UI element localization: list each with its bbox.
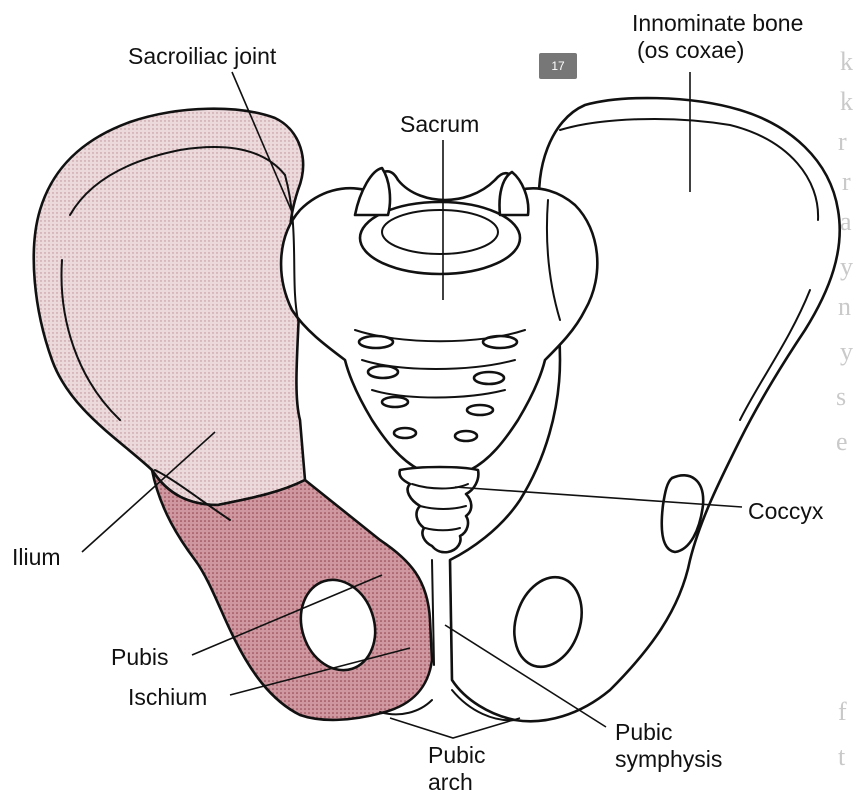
svg-text:k: k bbox=[840, 47, 853, 76]
ilium-label: Ilium bbox=[12, 544, 61, 570]
coccyx bbox=[399, 467, 478, 552]
svg-text:r: r bbox=[842, 167, 851, 196]
sacroiliac-joint-label: Sacroiliac joint bbox=[128, 43, 277, 69]
page-badge-number: 17 bbox=[551, 59, 565, 73]
svg-text:a: a bbox=[840, 207, 852, 236]
svg-text:y: y bbox=[840, 252, 853, 281]
ilium-region bbox=[34, 109, 305, 505]
sacrum bbox=[281, 168, 597, 470]
pubic-arch-sublabel: arch bbox=[428, 769, 473, 795]
svg-text:y: y bbox=[840, 337, 853, 366]
ischium-label: Ischium bbox=[128, 684, 207, 710]
pubis-label: Pubis bbox=[111, 644, 169, 670]
svg-text:f: f bbox=[838, 697, 847, 726]
pubic-symphysis-label: Pubic bbox=[615, 719, 673, 745]
svg-text:s: s bbox=[836, 382, 846, 411]
innominate-bone-label: Innominate bone bbox=[632, 10, 803, 36]
svg-text:k: k bbox=[840, 87, 853, 116]
innominate-bone-sublabel: (os coxae) bbox=[637, 37, 744, 63]
svg-text:e: e bbox=[836, 427, 848, 456]
pubic-symphysis-sublabel: symphysis bbox=[615, 746, 722, 772]
pubic-arch-label: Pubic bbox=[428, 742, 486, 768]
sacrum-label: Sacrum bbox=[400, 111, 479, 137]
background-show-through-text: k k r r a y n y s e f t bbox=[836, 47, 853, 771]
svg-text:r: r bbox=[838, 127, 847, 156]
svg-text:t: t bbox=[838, 742, 846, 771]
coccyx-label: Coccyx bbox=[748, 498, 824, 524]
svg-text:n: n bbox=[838, 292, 851, 321]
pubis-ischium-region bbox=[152, 470, 432, 720]
page-badge: 17 bbox=[539, 53, 577, 79]
